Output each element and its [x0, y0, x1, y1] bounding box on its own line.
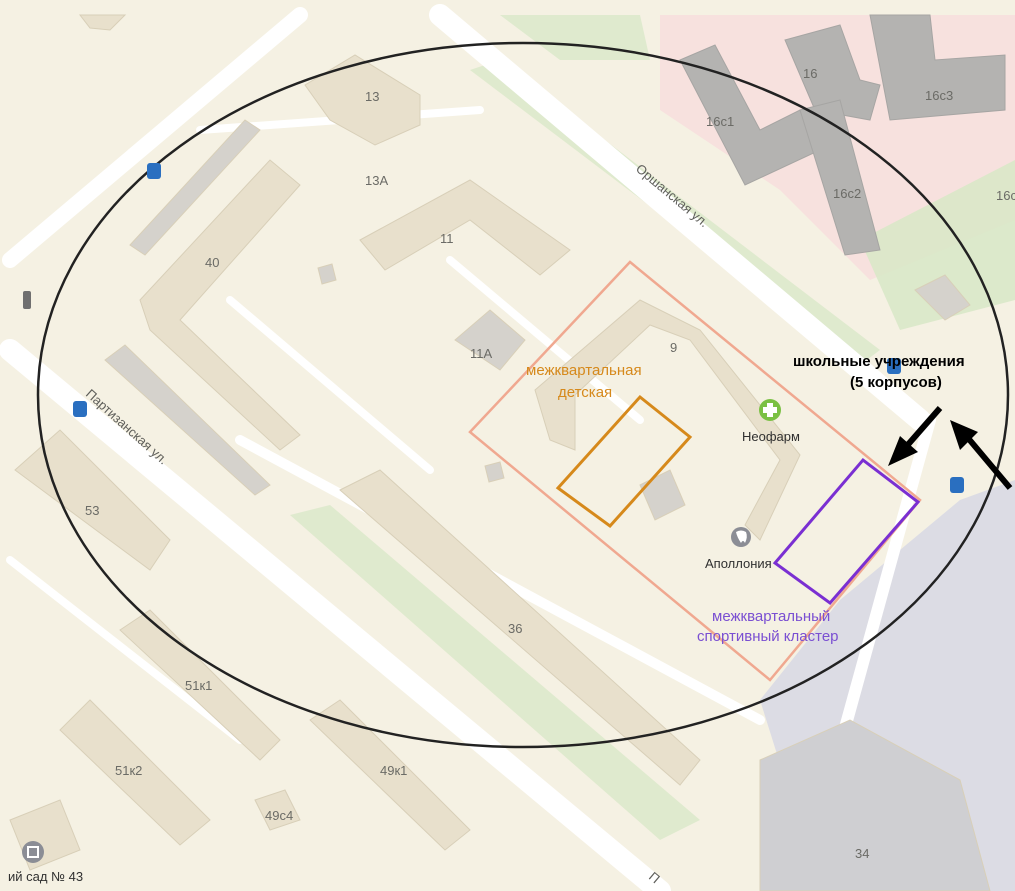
kindergarten-glyph: [27, 846, 39, 858]
road-diagonal-main: [2, 7, 308, 268]
road-inner-3: [446, 256, 644, 424]
building-9: [534, 299, 801, 541]
building-small-4: [914, 274, 971, 321]
sport-label-line1: межквартальный: [712, 608, 830, 625]
school-label-line1: школьные учреждения: [793, 353, 965, 370]
label-51k1: 51к1: [185, 678, 212, 693]
pharmacy-label[interactable]: Неофарм: [742, 429, 800, 444]
building-51k2: [59, 699, 211, 846]
building-36: [339, 469, 701, 786]
pharmacy-cross-h: [763, 407, 777, 413]
label-13a: 13А: [365, 173, 388, 188]
kindergarten-icon[interactable]: [22, 841, 44, 863]
school-arrows: [888, 406, 1013, 490]
label-40: 40: [205, 255, 219, 270]
building-long-left: [104, 344, 271, 496]
label-49k1: 49к1: [380, 763, 407, 778]
bus-stop-icon-3[interactable]: [950, 477, 964, 493]
building-labels: 13 13А 11 11А 40 9 53 36 51к1 51к2 49к1 …: [85, 66, 1015, 861]
arrow-left-head: [888, 436, 918, 466]
building-small-2: [484, 461, 505, 483]
school-buildings: [679, 14, 1006, 256]
sport-label-line2: спортивный кластер: [697, 628, 839, 645]
arrow-right-head: [950, 420, 978, 450]
building-51k1: [119, 609, 281, 761]
buildings: [9, 14, 991, 891]
label-16s3: 16с3: [925, 88, 953, 103]
label-34: 34: [855, 846, 869, 861]
green-strip-bottom: [290, 505, 700, 840]
building-small-3: [639, 469, 686, 521]
building-11: [359, 179, 571, 276]
road-inner-4: [6, 556, 244, 744]
label-11a: 11А: [470, 346, 492, 361]
bus-stop-icon-1[interactable]: [147, 163, 161, 179]
playground-label-line1: межквартальная: [526, 362, 642, 379]
label-16cut: 16с: [996, 188, 1015, 203]
road-partizanskaya: [0, 339, 671, 891]
road-inner-2: [226, 296, 434, 474]
school-label-line2: (5 корпусов): [850, 374, 942, 391]
building-13: [304, 54, 421, 146]
road-orshanskaya: [429, 4, 931, 431]
label-36: 36: [508, 621, 522, 636]
building-top-left-corner: [78, 14, 127, 31]
building-34: [759, 719, 991, 891]
playground-zone[interactable]: [555, 394, 693, 529]
label-51k2: 51к2: [115, 763, 142, 778]
playground-label-line2: детская: [558, 384, 612, 401]
label-53: 53: [85, 503, 99, 518]
building-53: [14, 429, 171, 571]
arrow-left-shaft: [902, 406, 943, 450]
traffic-light-icon: [23, 291, 31, 309]
label-16: 16: [803, 66, 817, 81]
sport-cluster-zone[interactable]: [772, 457, 921, 606]
quarter-border: [468, 260, 922, 682]
label-13: 13: [365, 89, 379, 104]
building-16s2: [799, 99, 881, 256]
building-49k1: [309, 699, 471, 851]
bus-stop-icon-2[interactable]: [73, 401, 87, 417]
arrow-right-shaft: [965, 436, 1013, 490]
label-16s2: 16с2: [833, 186, 861, 201]
building-49s4: [254, 789, 301, 831]
label-16s1: 16с1: [706, 114, 734, 129]
building-16s3: [869, 14, 1006, 121]
label-11: 11: [440, 231, 454, 246]
area-circle: [36, 41, 1010, 749]
building-40: [139, 159, 301, 451]
park-area-right: [860, 160, 1015, 330]
dental-label[interactable]: Аполлония: [705, 556, 772, 571]
bus-stop-icon-4[interactable]: [887, 358, 901, 374]
kindergarten-label[interactable]: ий сад № 43: [8, 869, 83, 884]
building-topleft-grey: [129, 119, 261, 256]
building-small-1: [317, 263, 337, 285]
label-9: 9: [670, 340, 677, 355]
building-11a: [454, 309, 526, 371]
poi-icons: [22, 163, 964, 863]
label-49s4: 49с4: [265, 808, 293, 823]
dental-tooth: [736, 530, 747, 543]
